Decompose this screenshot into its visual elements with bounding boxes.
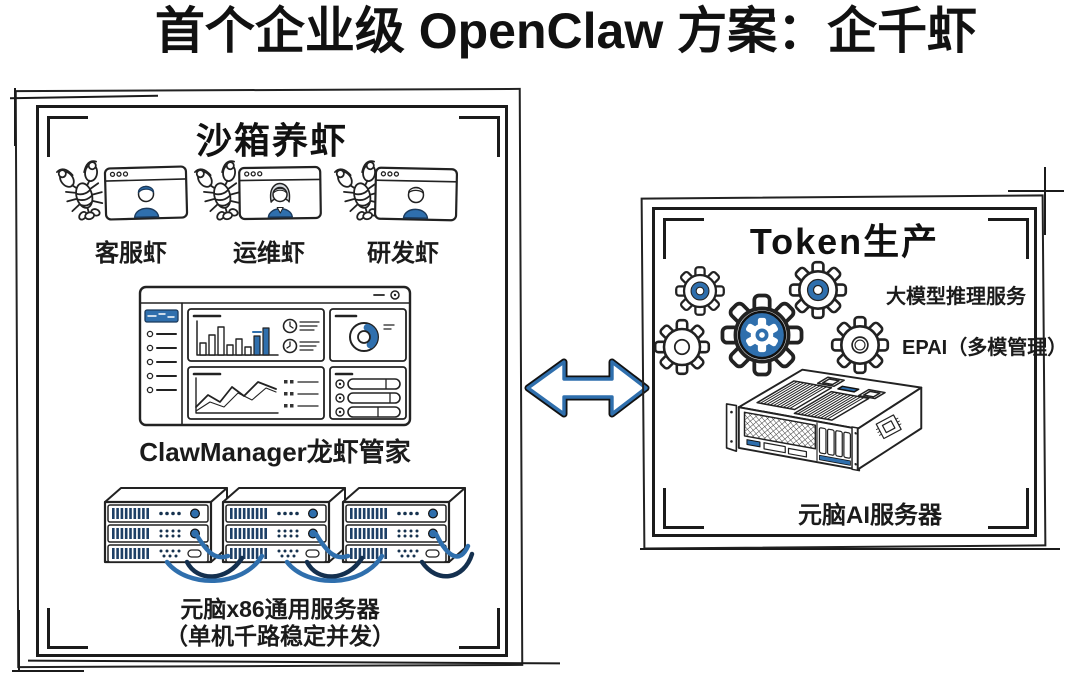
double-arrow-icon xyxy=(524,358,650,418)
lobster-icon xyxy=(334,160,382,221)
servers-caption-line1: 元脑x86通用服务器 xyxy=(180,596,380,622)
right-box-corner-tl xyxy=(663,218,704,259)
gear-plain-icon xyxy=(655,318,711,376)
sketch-tick xyxy=(18,610,20,670)
right-box-corner-br xyxy=(988,488,1029,529)
ai-server-caption: 元脑AI服务器 xyxy=(798,502,942,529)
sketch-tick xyxy=(14,88,16,146)
x86-server-racks-illustration xyxy=(103,486,475,583)
clawmanager-dashboard-illustration xyxy=(138,285,412,427)
left-box-corner-bl xyxy=(47,608,88,649)
lobster-icon xyxy=(194,160,242,221)
gear-blue-ring-icon xyxy=(675,266,725,316)
inference-label: 大模型推理服务 xyxy=(886,286,1026,308)
left-box-corner-tr xyxy=(459,116,500,157)
agent-label: 运维虾 xyxy=(233,240,305,267)
agent-label: 研发虾 xyxy=(367,240,439,267)
right-box-corner-tr xyxy=(988,218,1029,259)
ai-server-illustration xyxy=(725,368,923,472)
epai-label: EPAI（多模管理） xyxy=(902,337,1068,359)
right-box-corner-bl xyxy=(663,488,704,529)
browser-window-icon xyxy=(373,166,459,222)
sketch-tick xyxy=(1008,190,1064,192)
browser-window-icon xyxy=(103,165,189,221)
gears-icon xyxy=(655,260,890,377)
right-box-title: Token生产 xyxy=(749,221,940,262)
dashboard-caption: ClawManager龙虾管家 xyxy=(139,437,411,467)
gear-blue-main-icon xyxy=(720,293,804,377)
gear-blue-ring-icon xyxy=(788,260,848,320)
sketch-tick xyxy=(640,548,1060,550)
servers-caption-line2: （单机千路稳定并发） xyxy=(165,623,395,649)
left-box xyxy=(36,105,508,657)
servers-caption: 元脑x86通用服务器 （单机千路稳定并发） xyxy=(120,596,440,650)
left-box-corner-tl xyxy=(47,116,88,157)
left-box-corner-br xyxy=(459,608,500,649)
agent-label: 客服虾 xyxy=(95,240,167,267)
gear-plain-icon xyxy=(830,315,890,375)
sketch-tick xyxy=(1044,167,1046,235)
right-box xyxy=(652,207,1037,537)
page-title: 首个企业级 OpenClaw 方案：企千虾 xyxy=(154,3,978,59)
server-cables xyxy=(164,531,475,583)
browser-window-icon xyxy=(238,165,322,221)
sketch-tick xyxy=(12,670,84,672)
lobster-icon xyxy=(56,160,104,221)
left-box-title: 沙箱养虾 xyxy=(195,120,348,161)
